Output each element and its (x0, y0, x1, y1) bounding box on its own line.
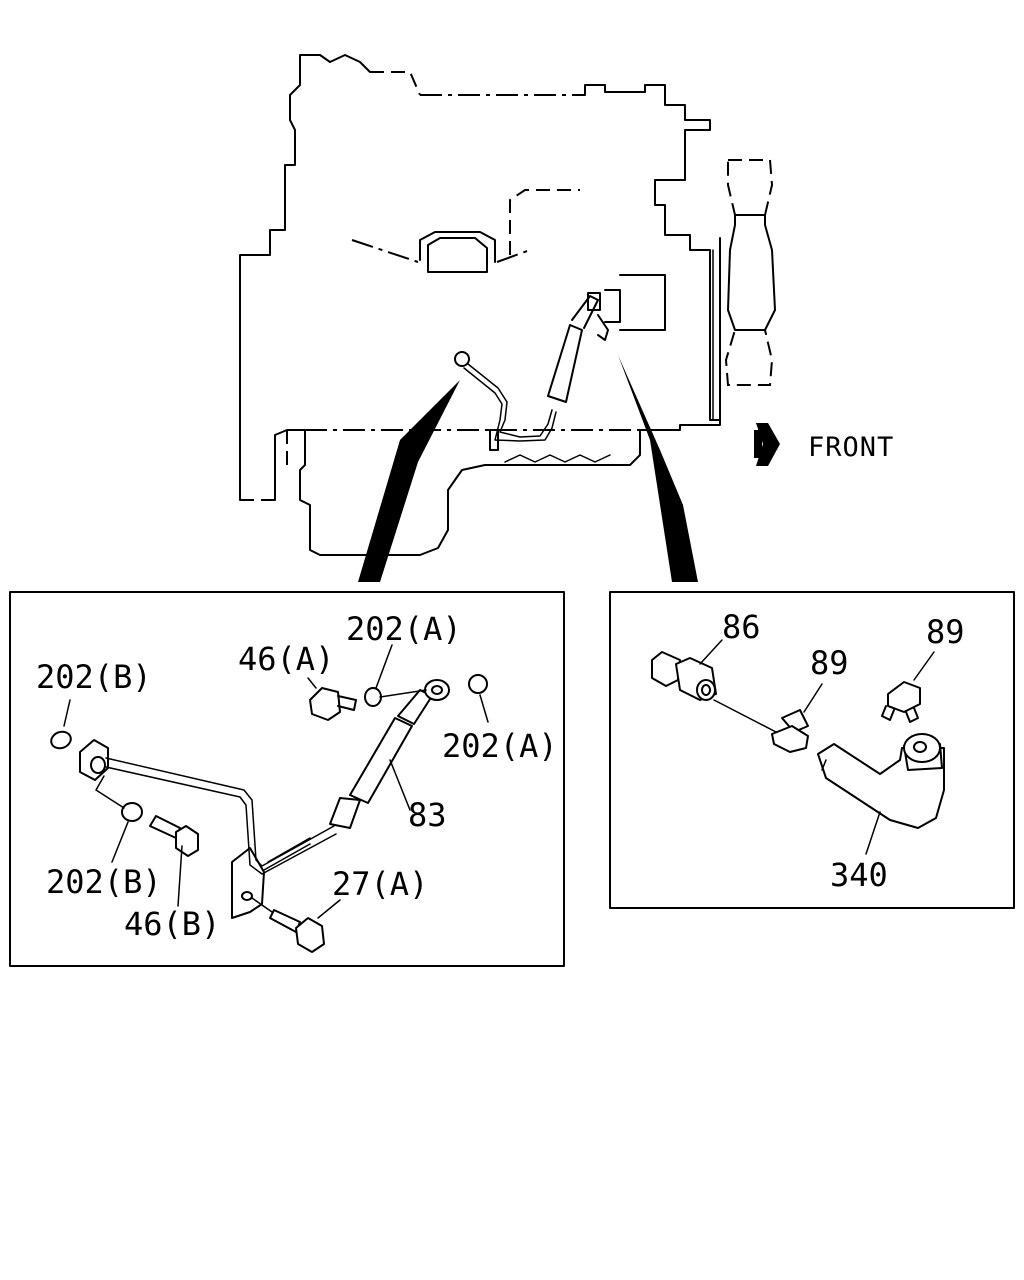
washer-202b-bottom (121, 802, 143, 822)
leader-202b-top (63, 699, 71, 727)
pipe-fitting-left (79, 739, 109, 781)
oil-pipe-outer (105, 766, 337, 875)
hose-83 (329, 679, 450, 829)
label-89-top: 89 (926, 613, 965, 651)
label-46b: 46(B) (124, 905, 220, 943)
label-202a-top: 202(A) (346, 610, 462, 648)
label-202a-right: 202(A) (442, 727, 558, 765)
leader-202a-top (375, 644, 393, 689)
clamp-89-mid (771, 683, 823, 753)
label-202b-bottom: 202(B) (46, 863, 162, 901)
front-arrow-icon (754, 423, 780, 466)
right-detail-panel (609, 591, 1015, 909)
front-label: FRONT (808, 432, 894, 463)
left-detail-panel (9, 591, 565, 967)
cooling-fan (724, 159, 776, 386)
washer-202b-top (50, 730, 72, 750)
label-86: 86 (722, 608, 761, 646)
label-202b-top: 202(B) (36, 658, 152, 696)
callout-wedge-right (618, 355, 698, 582)
engine-outline (239, 54, 721, 556)
washer-202a-top (364, 687, 382, 707)
engine-pipe-assembly (454, 292, 609, 451)
callout-wedge-left (358, 380, 460, 582)
pipe-bracket (231, 847, 265, 919)
label-46a: 46(A) (238, 640, 334, 678)
label-27a: 27(A) (332, 865, 428, 903)
washer-202a-right (468, 674, 488, 694)
fitting-86 (651, 639, 777, 733)
leader-202a-right (479, 694, 489, 723)
bolt-27a (251, 897, 341, 953)
hose-elbow-340 (817, 733, 945, 855)
bolt-46a (307, 677, 357, 721)
label-340: 340 (830, 856, 888, 894)
label-89-mid: 89 (810, 644, 849, 682)
clamp-89-top (881, 651, 935, 723)
label-83: 83 (408, 796, 447, 834)
leader-202b-bottom (111, 821, 129, 863)
bolt-46b (149, 815, 199, 907)
